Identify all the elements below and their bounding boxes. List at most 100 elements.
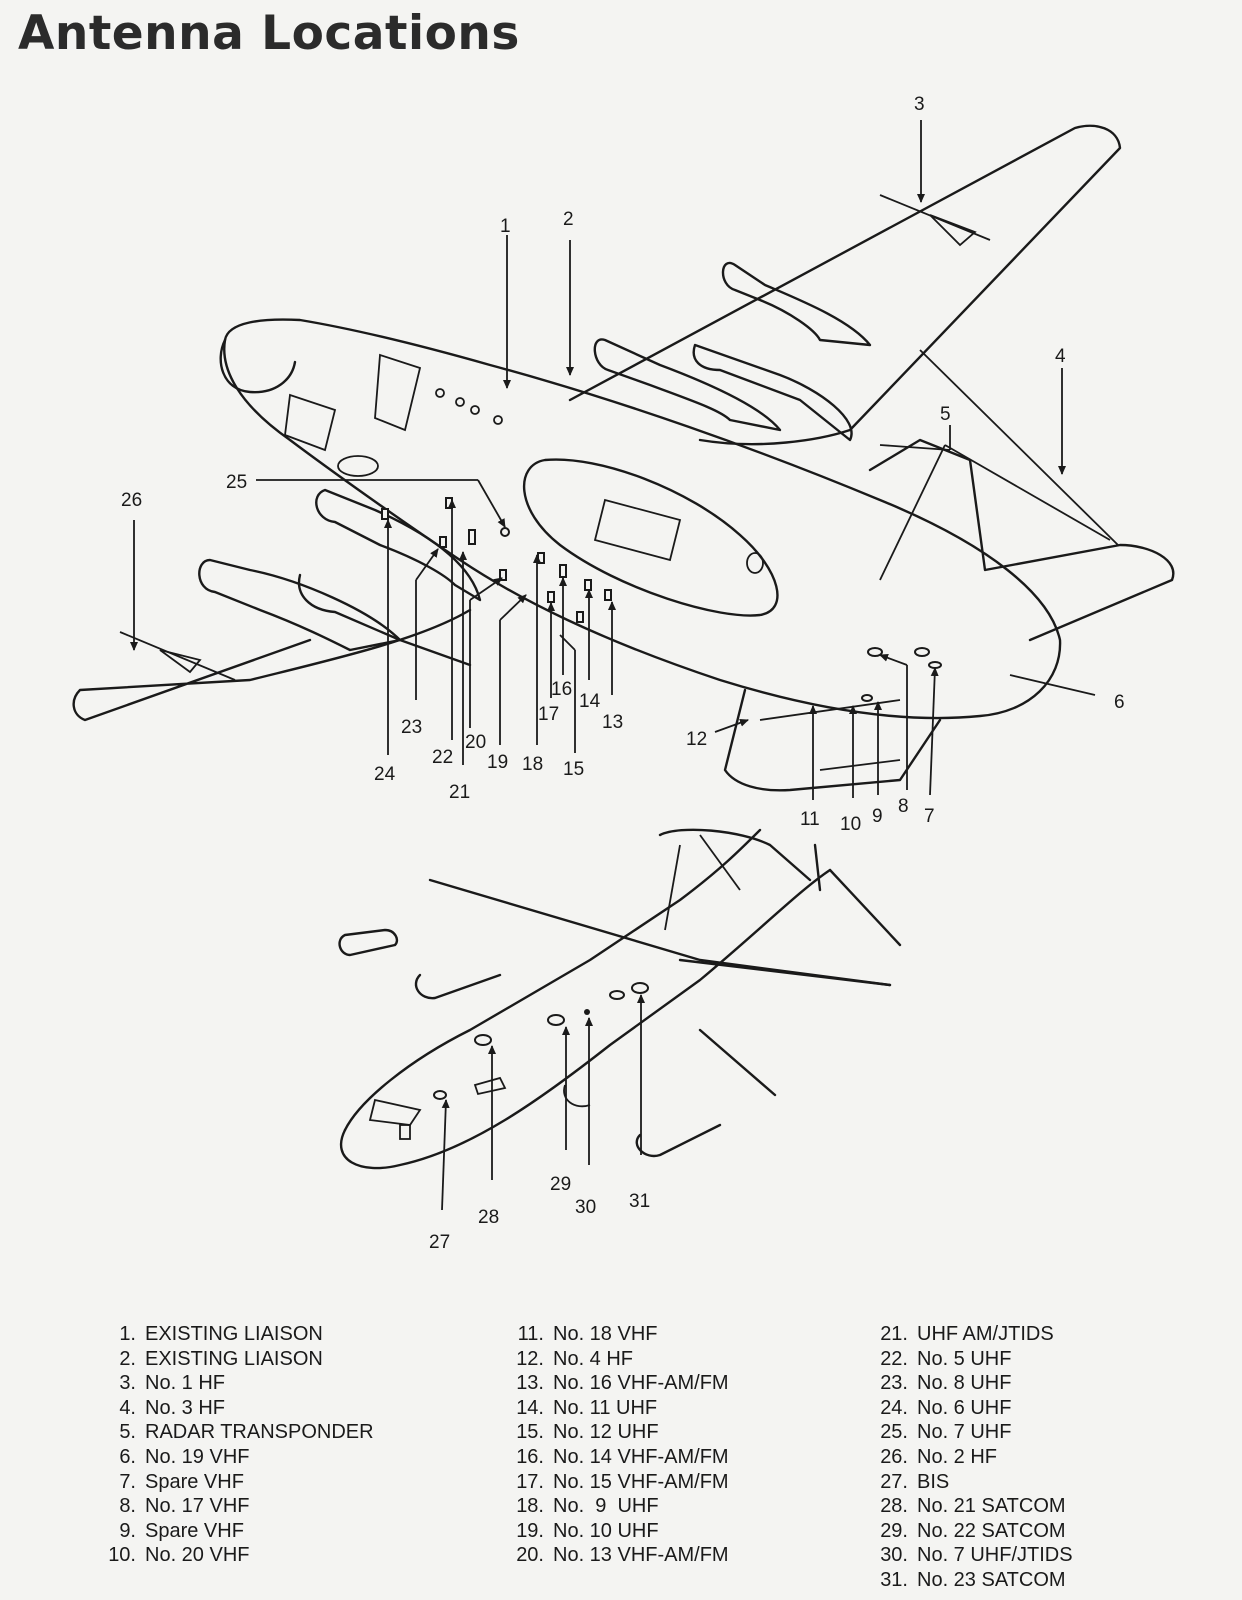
callout-21: 21 [449,551,470,803]
callout-number: 23 [401,717,422,738]
callout-29: 29 [550,1026,571,1195]
callout-25: 25 [226,472,506,528]
callout-number: 18 [522,754,543,775]
callout-5: 5 [879,404,951,451]
legend-item: 25.No. 7 UHF [880,1421,1012,1444]
callout-9: 9 [872,701,883,827]
legend-item: 27.BIS [880,1470,950,1493]
legend-item: 12.No. 4 HF [516,1347,634,1370]
callout-number: 17 [538,704,559,725]
callout-number: 2 [563,209,574,230]
callout-number: 15 [563,759,584,780]
callout-18: 18 [522,554,543,775]
legend-item: 16.No. 14 VHF-AM/FM [516,1445,729,1468]
page-title: Antenna Locations [18,6,520,61]
legend-item: 3.No. 1 HF [119,1372,226,1395]
legend-item: 28.No. 21 SATCOM [880,1495,1066,1518]
callouts: 1 2 3 4 5 6 7 8 9 10 11 12 13 14 15 16 1… [121,94,1125,1253]
legend-item: 26.No. 2 HF [880,1445,998,1468]
callout-number: 5 [940,404,951,425]
callout-28: 28 [478,1045,499,1228]
legend-item: 6.No. 19 VHF [119,1445,250,1468]
legend-column-2: 11.No. 18 VHF 12.No. 4 HF 13.No. 16 VHF-… [498,1322,729,1568]
callout-number: 24 [374,764,396,785]
callout-number: 20 [465,732,486,753]
callout-23: 23 [401,548,439,738]
callout-7: 7 [924,667,939,827]
callout-number: 21 [449,782,470,803]
legend-item: 23.No. 8 UHF [880,1372,1012,1395]
legend-item: 8.No. 17 VHF [119,1495,250,1518]
callout-number: 11 [800,809,820,830]
callout-11: 11 [800,705,820,830]
legend-item: 22.No. 5 UHF [880,1347,1012,1370]
callout-2: 2 [563,209,574,376]
callout-number: 25 [226,472,247,493]
callout-number: 10 [840,814,861,835]
legend-item: 2.EXISTING LIAISON [119,1347,323,1370]
callout-number: 26 [121,490,142,511]
legend-item: 9.Spare VHF [119,1519,244,1542]
callout-26: 26 [121,490,142,651]
legend-item: 31.No. 23 SATCOM [880,1568,1066,1591]
lower-aircraft-outline [338,828,902,1170]
legend-item: 10.No. 20 VHF [108,1544,250,1567]
legend-item: 11.No. 18 VHF [517,1323,658,1345]
callout-number: 13 [602,712,623,733]
legend-item: 7.Spare VHF [119,1470,244,1493]
callout-6: 6 [1009,674,1125,713]
callout-number: 1 [500,216,511,237]
callout-number: 4 [1055,346,1066,367]
callout-number: 30 [575,1197,596,1218]
callout-3: 3 [914,94,925,203]
legend-item: 15.No. 12 UHF [516,1421,659,1444]
callout-20: 20 [465,577,503,753]
callout-31: 31 [629,994,650,1212]
callout-27: 27 [429,1099,450,1253]
callout-8: 8 [879,654,909,817]
legend-column-3: 21.UHF AM/JTIDS 22.No. 5 UHF 23.No. 8 UH… [862,1322,1073,1593]
callout-number: 3 [914,94,925,115]
legend-item: 14.No. 11 UHF [516,1396,658,1419]
callout-number: 6 [1114,692,1125,713]
legend-item: 19.No. 10 UHF [516,1519,659,1542]
legend-item: 17.No. 15 VHF-AM/FM [516,1470,729,1493]
callout-number: 9 [872,806,883,827]
antenna-diagram: 1 2 3 4 5 6 7 8 9 10 11 12 13 14 15 16 1… [72,94,1175,1253]
callout-number: 19 [487,752,508,773]
callout-13: 13 [602,601,623,733]
callout-14: 14 [579,589,601,712]
legend-item: 1.EXISTING LIAISON [119,1323,323,1345]
callout-number: 14 [579,691,601,712]
callout-19: 19 [487,594,527,773]
legend-item: 5.RADAR TRANSPONDER [119,1421,374,1444]
callout-24: 24 [374,519,396,785]
legend-column-1: 1.EXISTING LIAISON 2.EXISTING LIAISON 3.… [96,1322,374,1568]
callout-number: 16 [551,679,572,700]
legend-item: 24.No. 6 UHF [880,1396,1012,1419]
callout-17: 17 [538,602,559,725]
callout-number: 27 [429,1232,450,1253]
callout-number: 7 [924,806,935,827]
legend-item: 18.No. 9 UHF [516,1495,659,1518]
callout-1: 1 [500,216,511,389]
antenna-legend: 1.EXISTING LIAISON 2.EXISTING LIAISON 3.… [0,1322,1242,1592]
callout-10: 10 [840,705,861,835]
antenna-marks [381,497,942,702]
legend-item: 20.No. 13 VHF-AM/FM [516,1544,729,1567]
legend-item: 4.No. 3 HF [119,1396,226,1419]
callout-22: 22 [432,499,456,768]
legend-item: 29.No. 22 SATCOM [880,1519,1066,1542]
upper-aircraft-outline [72,124,1175,792]
callout-number: 8 [898,796,909,817]
callout-number: 29 [550,1174,571,1195]
callout-number: 28 [478,1207,499,1228]
legend-item: 21.UHF AM/JTIDS [880,1323,1054,1345]
legend-item: 30.No. 7 UHF/JTIDS [880,1544,1073,1567]
callout-12: 12 [686,718,749,750]
callout-30: 30 [575,1017,596,1218]
callout-4: 4 [1055,346,1066,475]
callout-number: 22 [432,747,453,768]
legend-item: 13.No. 16 VHF-AM/FM [516,1372,729,1395]
callout-number: 31 [629,1191,650,1212]
